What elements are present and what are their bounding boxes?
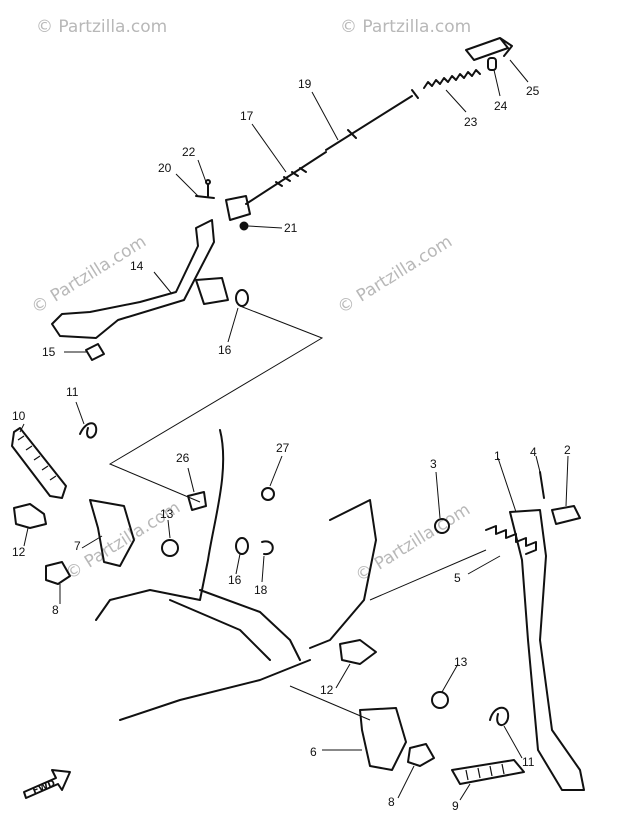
- part-9-footrest-teeth: [465, 763, 505, 781]
- part-8-bolt: [45, 561, 71, 585]
- part-11-spring: [79, 422, 98, 439]
- guide-line: [108, 305, 324, 503]
- frame-lower-rail: [119, 659, 311, 721]
- guide-line: [289, 685, 371, 721]
- callout-15: 15: [42, 345, 56, 359]
- part-10-footrest: [11, 427, 67, 499]
- part-14-brake-pedal: [51, 219, 215, 339]
- part-27-nut: [261, 487, 275, 501]
- guide-line: [369, 549, 487, 601]
- callout-12: 12: [12, 545, 26, 559]
- watermark: © Partzilla.com: [36, 17, 167, 37]
- callout-24: 24: [494, 99, 508, 113]
- watermark: © Partzilla.com: [340, 17, 471, 37]
- callout-12: 12: [320, 683, 334, 697]
- part-5-spring: [485, 525, 537, 555]
- callout-4: 4: [530, 445, 537, 459]
- callout-8: 8: [52, 603, 59, 617]
- part-26-bolt: [187, 491, 207, 511]
- part-20-clevis: [195, 195, 251, 221]
- part-11-spring: [489, 706, 510, 726]
- part-13-nut: [161, 539, 179, 557]
- part-23-spring: [423, 69, 481, 89]
- callout-23: 23: [464, 115, 478, 129]
- assembly-guide-lines: [108, 305, 487, 721]
- part-13-nut: [431, 691, 449, 709]
- part-15-pin: [85, 343, 105, 361]
- part-12-bolt: [13, 503, 47, 529]
- callout-5: 5: [454, 571, 461, 585]
- callout-14: 14: [130, 259, 144, 273]
- frame-rear-section: [309, 499, 377, 649]
- callout-25: 25: [526, 84, 540, 98]
- part-3-nut: [434, 518, 450, 534]
- callout-6: 6: [310, 745, 317, 759]
- callout-2: 2: [564, 443, 571, 457]
- forward-arrow-icon: [23, 769, 71, 799]
- callout-21: 21: [284, 221, 298, 235]
- part-9-footrest: [451, 759, 525, 785]
- callout-20: 20: [158, 161, 172, 175]
- callout-10: 10: [12, 409, 26, 423]
- part-25-rod-end: [465, 37, 513, 61]
- part-7-footrest-bracket: [89, 499, 135, 567]
- frame-down-tube: [95, 429, 225, 621]
- part-1-sidestand: [509, 509, 585, 791]
- watermark: © Partzilla.com: [28, 232, 150, 318]
- callout-22: 22: [182, 145, 196, 159]
- callout-labels: 25 24 23 19 17 22 20 21 14 15 16 11 10 2…: [12, 77, 571, 813]
- callout-9: 9: [452, 799, 459, 813]
- part-12-bolt: [339, 639, 377, 665]
- callout-7: 7: [74, 539, 81, 553]
- part-6-footrest-bracket: [359, 707, 407, 771]
- callout-3: 3: [430, 457, 437, 471]
- callout-11: 11: [66, 385, 79, 399]
- part-17-rod: [245, 151, 327, 205]
- part-4-pin: [539, 471, 545, 499]
- brake-pedal-assembly: [51, 37, 513, 361]
- forward-direction-indicator: FWD: [23, 769, 71, 799]
- callout-13: 13: [454, 655, 468, 669]
- callout-1: 1: [494, 449, 501, 463]
- part-24-pin: [487, 57, 497, 71]
- callout-19: 19: [298, 77, 312, 91]
- forward-label: FWD: [31, 779, 57, 797]
- watermark: © Partzilla.com: [334, 232, 456, 318]
- callout-leaders: [19, 59, 569, 801]
- part-10-footrest-teeth: [17, 435, 57, 481]
- callout-8: 8: [388, 795, 395, 809]
- callout-17: 17: [240, 109, 254, 123]
- callout-18: 18: [254, 583, 268, 597]
- part-14-pedal-hub: [195, 277, 229, 305]
- callout-13: 13: [160, 507, 174, 521]
- frame-cross-member: [169, 589, 301, 661]
- part-8-bolt: [407, 743, 435, 767]
- part-21-nut: [239, 221, 249, 231]
- part-19-brake-rod: [325, 89, 419, 151]
- callout-16: 16: [218, 343, 232, 357]
- part-18-clip: [261, 540, 274, 556]
- callout-16: 16: [228, 573, 242, 587]
- callout-26: 26: [176, 451, 190, 465]
- part-16-washer: [235, 289, 249, 307]
- frame-and-footrest-assembly: [11, 422, 585, 791]
- callout-27: 27: [276, 441, 290, 455]
- part-16-washer: [235, 537, 249, 555]
- callout-11: 11: [522, 755, 535, 769]
- part-2-bolt: [551, 505, 581, 525]
